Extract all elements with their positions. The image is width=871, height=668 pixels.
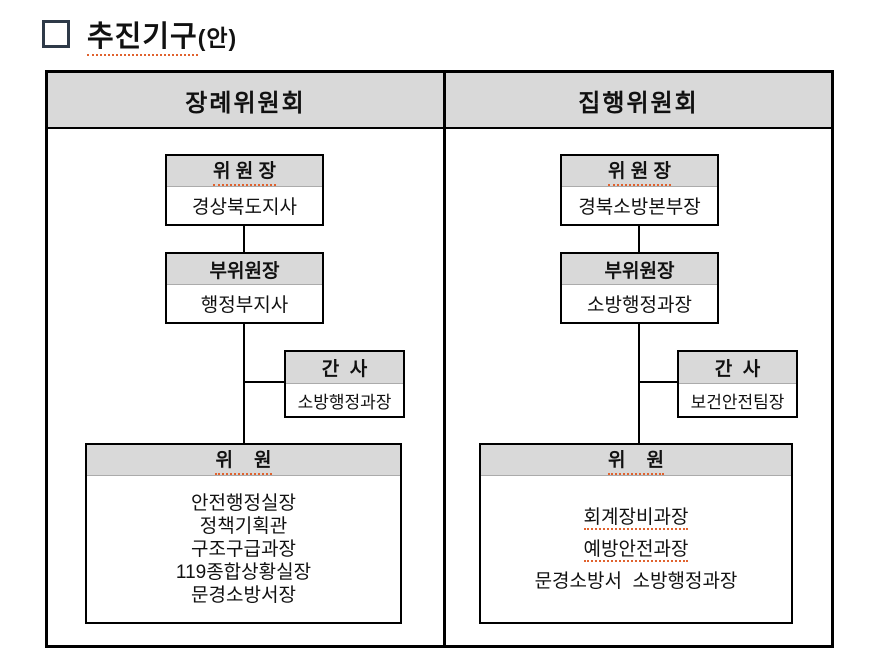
- member-name: 문경소방서장: [191, 584, 296, 606]
- members-title: 위 원: [87, 445, 400, 476]
- member-name: 구조구급과장: [191, 538, 296, 560]
- member-name: 예방안전과장: [583, 538, 689, 562]
- vice-chairman-name: 행정부지사: [200, 295, 289, 316]
- members-box: 위 원 안전행정실장 정책기획관 구조구급과장 119종합상황실장 문경소방서장: [85, 443, 402, 624]
- org-chart-table: 장례위원회 집행위원회 위 원 장 경상북도지사 부위원장 행정부지사 간 사 …: [45, 70, 834, 648]
- chairman-box: 위 원 장 경상북도지사: [165, 154, 324, 226]
- secretary-title: 간 사: [286, 352, 403, 384]
- chairman-title-text: 위 원 장: [213, 156, 276, 186]
- members-title-text: 위 원: [215, 445, 272, 475]
- chairman-box: 위 원 장 경북소방본부장: [560, 154, 719, 226]
- members-list: 회계장비과장 예방안전과장 문경소방서 소방행정과장: [481, 476, 791, 622]
- checkbox-bullet-icon: [42, 20, 70, 48]
- executive-committee-chart: 위 원 장 경북소방본부장 부위원장 소방행정과장 간 사 보건안전팀장 위 원…: [443, 129, 831, 645]
- funeral-committee-chart: 위 원 장 경상북도지사 부위원장 행정부지사 간 사 소방행정과장 위 원 안…: [48, 129, 443, 645]
- member-name: 안전행정실장: [191, 492, 296, 514]
- vice-chairman-box: 부위원장 행정부지사: [165, 252, 324, 324]
- chairman-title-text: 위 원 장: [608, 156, 671, 186]
- secretary-box: 간 사 소방행정과장: [284, 350, 405, 418]
- page-title: 추진기구(안): [42, 13, 238, 56]
- table-header-row: 장례위원회 집행위원회: [48, 73, 831, 129]
- header-funeral-committee: 장례위원회: [185, 89, 306, 117]
- table-body-row: 위 원 장 경상북도지사 부위원장 행정부지사 간 사 소방행정과장 위 원 안…: [48, 129, 831, 645]
- vice-chairman-title: 부위원장: [167, 254, 322, 285]
- member-name: 119종합상황실장: [175, 561, 312, 583]
- members-box: 위 원 회계장비과장 예방안전과장 문경소방서 소방행정과장: [479, 443, 793, 624]
- connector-line: [243, 226, 245, 252]
- secretary-title: 간 사: [679, 352, 796, 384]
- secretary-box: 간 사 보건안전팀장: [677, 350, 798, 418]
- chairman-title: 위 원 장: [167, 156, 322, 187]
- members-title-text: 위 원: [607, 445, 665, 475]
- connector-line: [638, 226, 640, 252]
- secretary-name: 소방행정과장: [297, 392, 392, 412]
- title-suffix: (안): [197, 25, 238, 51]
- chairman-name: 경상북도지사: [192, 197, 297, 218]
- connector-line: [640, 381, 679, 383]
- secretary-name: 보건안전팀장: [690, 392, 785, 412]
- chairman-title: 위 원 장: [562, 156, 717, 187]
- members-list: 안전행정실장 정책기획관 구조구급과장 119종합상황실장 문경소방서장: [87, 476, 400, 622]
- vice-chairman-title: 부위원장: [562, 254, 717, 285]
- member-name: 회계장비과장: [583, 506, 689, 530]
- member-name: 정책기획관: [199, 515, 288, 537]
- title-main: 추진기구: [87, 21, 198, 56]
- page-title-text: 추진기구(안): [87, 13, 238, 56]
- header-executive-committee: 집행위원회: [443, 73, 831, 127]
- chairman-name: 경북소방본부장: [578, 197, 701, 218]
- connector-line: [243, 324, 245, 443]
- member-name: 문경소방서 소방행정과장: [534, 570, 738, 592]
- connector-line: [245, 381, 284, 383]
- connector-line: [638, 324, 640, 443]
- vice-chairman-box: 부위원장 소방행정과장: [560, 252, 719, 324]
- members-title: 위 원: [481, 445, 791, 476]
- vice-chairman-name: 소방행정과장: [587, 295, 692, 316]
